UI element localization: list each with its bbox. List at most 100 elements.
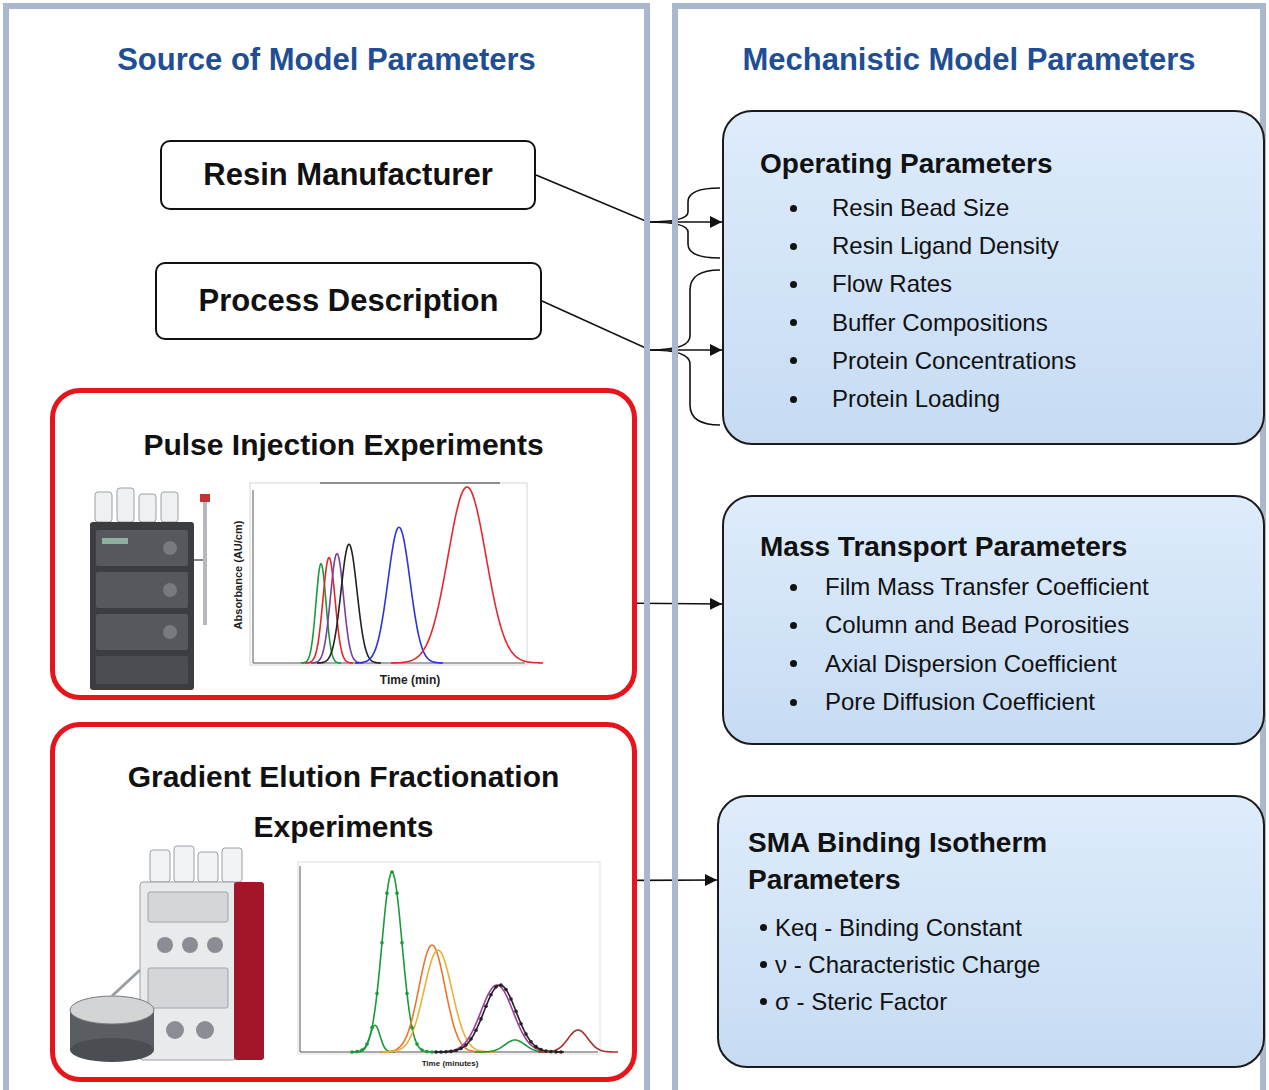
bullet-dot	[790, 243, 797, 250]
fraction-marker	[499, 983, 503, 987]
arrow-connector	[542, 301, 722, 350]
list-row: Resin Ligand Density	[724, 227, 1263, 265]
panel-heading: Source of Model Parameters	[17, 41, 637, 78]
fraction-marker	[529, 1040, 533, 1044]
bullet-dot	[760, 961, 767, 968]
list-item: Flow Rates	[832, 270, 952, 298]
fraction-marker	[385, 891, 389, 895]
fraction-marker	[479, 1017, 483, 1021]
list-item: σ - Steric Factor	[775, 988, 947, 1016]
fraction-marker	[430, 1050, 434, 1054]
bullet-dot	[790, 396, 797, 403]
list-item: Resin Ligand Density	[832, 232, 1059, 260]
peak-curve	[355, 1025, 395, 1052]
list-item: Pore Diffusion Coefficient	[825, 688, 1095, 716]
bullet-dot	[760, 998, 767, 1005]
fraction-marker	[544, 1049, 548, 1053]
peak-curve	[317, 544, 381, 663]
fraction-marker	[549, 1050, 553, 1054]
box-heading: Gradient Elution Fractionation Experimen…	[119, 752, 569, 852]
chromatography-system-icon	[90, 488, 210, 690]
fraction-marker	[494, 985, 498, 989]
fraction-marker	[469, 1037, 473, 1041]
bullet-dot	[790, 584, 797, 591]
fraction-marker	[410, 1026, 414, 1030]
axis-label: Time (min)	[380, 673, 440, 687]
box-heading: Operating Parameters	[760, 145, 1053, 182]
list-item: Protein Concentrations	[832, 347, 1076, 375]
arrow-connector	[536, 175, 722, 222]
fraction-marker	[444, 1050, 448, 1054]
fraction-marker	[489, 993, 493, 997]
list-row: ν - Characteristic Charge	[719, 946, 1263, 983]
fraction-marker	[504, 988, 508, 992]
fraction-marker	[355, 1050, 359, 1054]
fraction-marker	[425, 1050, 429, 1054]
peak-curve	[382, 950, 494, 1052]
fraction-marker	[380, 941, 384, 945]
chromatogram-frame	[298, 862, 600, 1054]
fraction-marker	[454, 1049, 458, 1053]
list-item: Column and Bead Porosities	[825, 611, 1129, 639]
list-item: Resin Bead Size	[832, 194, 1009, 222]
experiment-box: Pulse Injection Experiments	[50, 388, 637, 700]
box-label: Resin Manufacturer	[203, 157, 492, 193]
fraction-marker	[420, 1048, 424, 1052]
list-row: Column and Bead Porosities	[724, 606, 1263, 644]
fraction-marker	[439, 1050, 443, 1054]
panel-heading: Mechanistic Model Parameters	[684, 41, 1254, 78]
peak-curve	[436, 985, 564, 1052]
list-row: Pore Diffusion Coefficient	[724, 683, 1263, 721]
fraction-marker	[365, 1042, 369, 1046]
fraction-marker	[395, 891, 399, 895]
bullet-dot	[790, 319, 797, 326]
fraction-marker	[350, 1050, 354, 1054]
model-panel: Operating ParametersResin Bead SizeResin…	[672, 3, 1266, 1090]
list-row: Protein Loading	[724, 380, 1263, 418]
peak-curve	[538, 1030, 618, 1052]
fraction-marker	[375, 992, 379, 996]
list-row: Keq - Binding Constant	[719, 909, 1263, 946]
bullet-dot	[790, 205, 797, 212]
fraction-marker	[400, 941, 404, 945]
list-row: σ - Steric Factor	[719, 983, 1263, 1020]
peak-curve	[355, 527, 443, 663]
fraction-marker	[534, 1045, 538, 1049]
box-heading: Mass Transport Parameters	[760, 528, 1127, 565]
experiment-box: Gradient Elution Fractionation Experimen…	[50, 722, 637, 1082]
list-item: ν - Characteristic Charge	[775, 951, 1040, 979]
box-heading: Pulse Injection Experiments	[64, 426, 624, 463]
list-row: Resin Bead Size	[724, 189, 1263, 227]
list-item: Protein Loading	[832, 385, 1000, 413]
bullet-dot	[790, 622, 797, 629]
fraction-marker	[519, 1022, 523, 1026]
fraction-marker	[484, 1005, 488, 1009]
fraction-marker	[539, 1048, 543, 1052]
parameter-box: Operating ParametersResin Bead SizeResin…	[722, 110, 1265, 445]
fraction-marker	[405, 992, 409, 996]
parameter-box: Mass Transport ParametersFilm Mass Trans…	[722, 495, 1265, 745]
fraction-marker	[464, 1043, 468, 1047]
chromatogram-peaks	[350, 870, 618, 1054]
parameter-box: SMA Binding Isotherm ParametersKeq - Bin…	[717, 795, 1265, 1068]
list-row: Axial Dispersion Coefficient	[724, 645, 1263, 683]
peak-curve	[433, 985, 561, 1052]
source-panel: Resin ManufacturerProcess DescriptionPul…	[3, 3, 650, 1090]
fraction-marker	[554, 1050, 558, 1054]
bullet-dot	[790, 660, 797, 667]
bullet-dot	[760, 924, 767, 931]
fraction-marker	[509, 997, 513, 1001]
connector-layer	[536, 175, 722, 880]
list-row: Protein Concentrations	[724, 342, 1263, 380]
axis-label: Absorbance (AU/cm)	[232, 521, 244, 630]
fraction-marker	[474, 1028, 478, 1032]
fraction-marker	[514, 1010, 518, 1014]
curly-brace	[648, 188, 720, 258]
source-box: Process Description	[155, 262, 542, 340]
fraction-marker	[360, 1048, 364, 1052]
fraction-marker	[524, 1032, 528, 1036]
curly-brace	[650, 270, 720, 425]
axis-label: Time (minutes)	[422, 1059, 479, 1068]
